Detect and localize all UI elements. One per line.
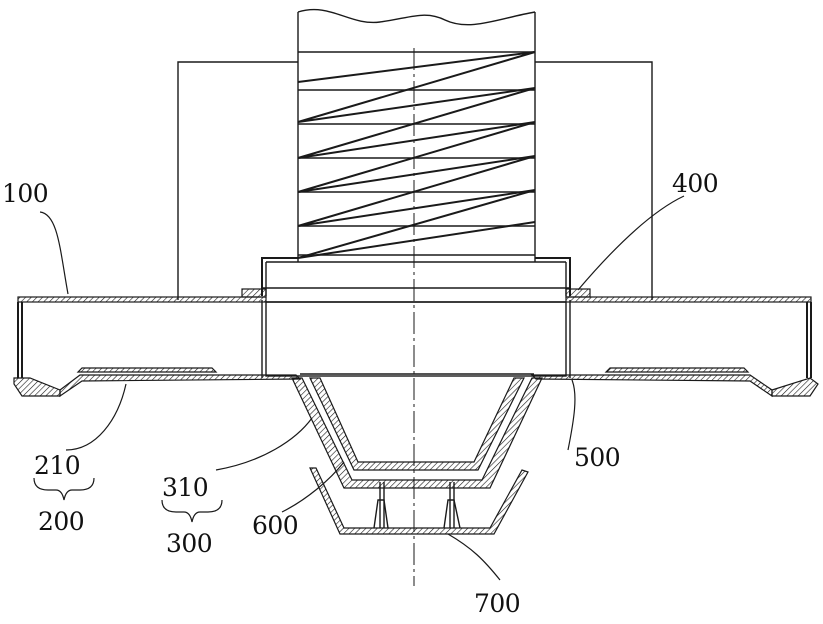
label-200: 200 — [38, 507, 84, 536]
label-500: 500 — [574, 443, 620, 472]
bottom-plate-210 — [14, 368, 300, 396]
label-210: 210 — [34, 451, 80, 480]
label-100: 100 — [2, 179, 48, 208]
label-700: 700 — [474, 589, 520, 618]
spring-coil — [298, 52, 535, 258]
label-300: 300 — [166, 529, 212, 558]
filter-cup-310 — [292, 374, 542, 488]
shaft-collar — [242, 258, 590, 297]
label-400: 400 — [672, 169, 718, 198]
leader-lines — [40, 196, 684, 580]
label-600: 600 — [252, 511, 298, 540]
support-600 — [374, 482, 460, 528]
label-310: 310 — [162, 473, 208, 502]
housing-frame — [178, 62, 652, 300]
